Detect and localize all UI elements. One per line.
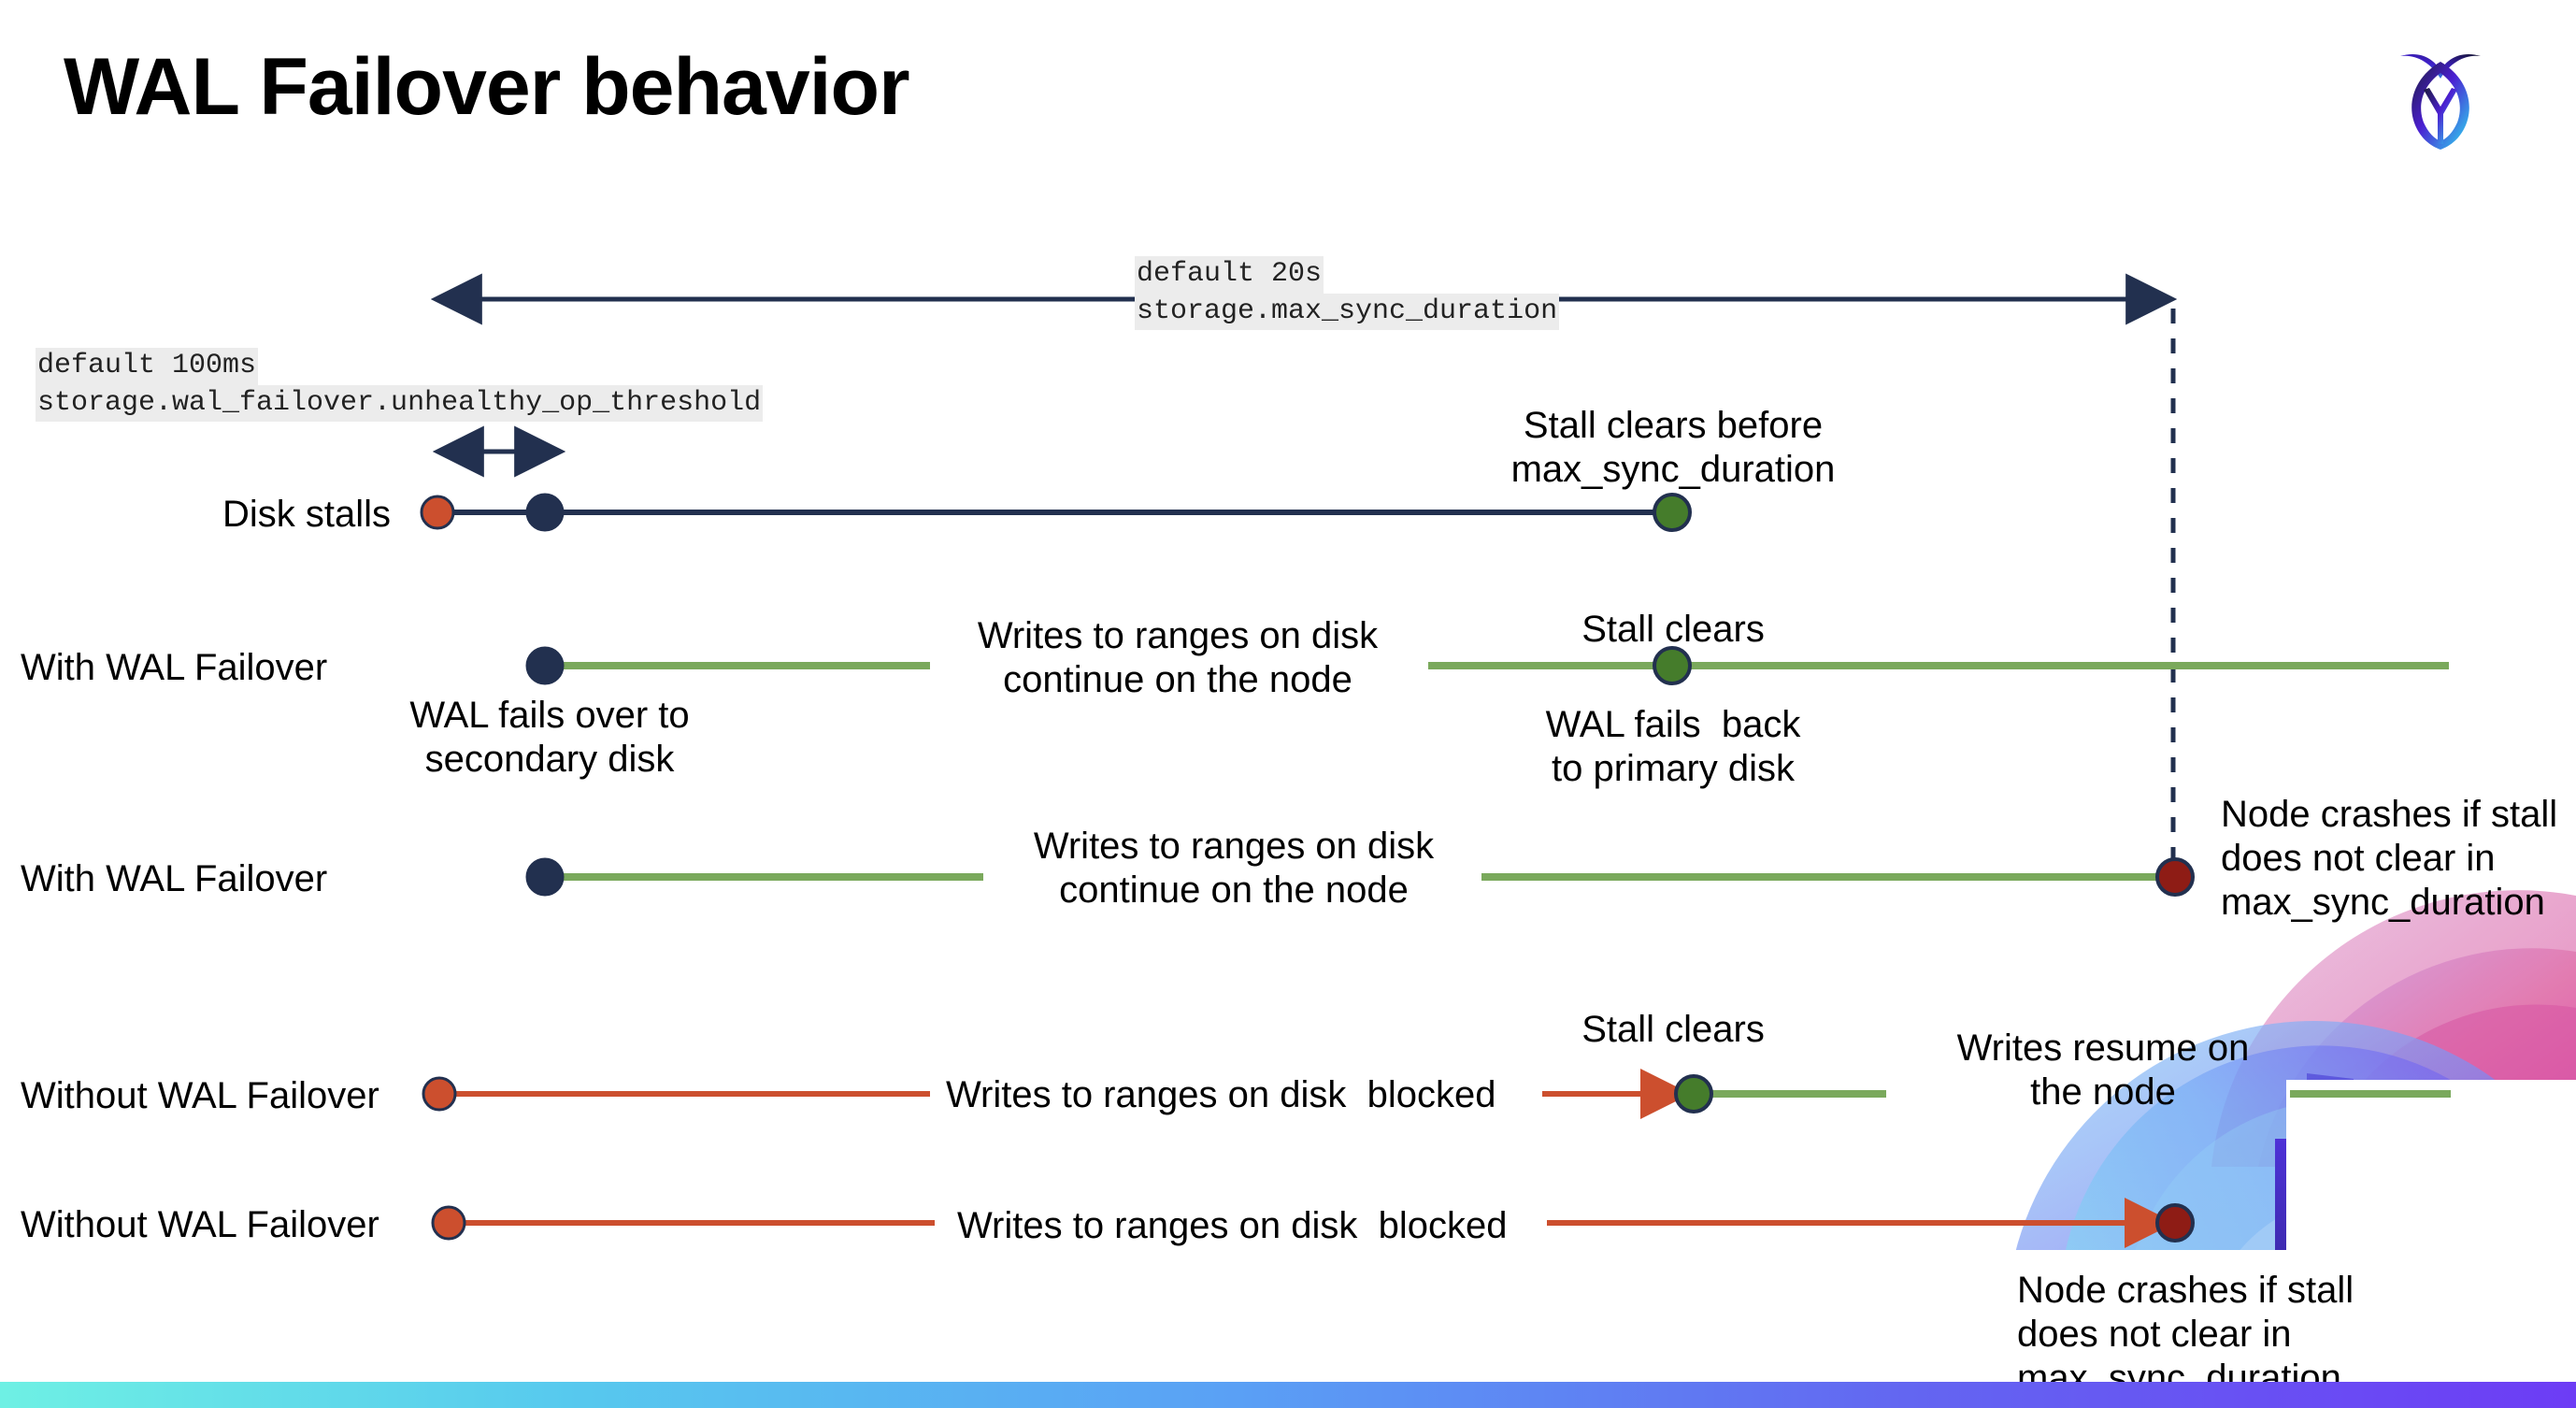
row-label-without-wal-failover-crash: Without WAL Failover [21,1204,379,1245]
row-without-wal-failover-crash-track [431,1198,2195,1248]
row-label-without-wal-failover-clears: Without WAL Failover [21,1075,379,1116]
row-with-wal-failover-crash-track [525,857,2195,897]
marker-stall-start [422,1076,457,1112]
cockroach-labs-logo-icon [2400,53,2481,150]
marker-stall-start [420,495,455,530]
marker-failover-start [525,857,565,897]
marker-node-crash [2155,1203,2195,1243]
marker-stall-start [431,1205,466,1241]
note-stall-clears-row2: Stall clears [1581,609,1765,650]
marker-stall-clears [1653,493,1692,532]
max-sync-setting-name: storage.max_sync_duration [1135,293,1560,331]
unhealthy-op-setting-name: storage.wal_failover.unhealthy_op_thresh… [36,384,764,423]
bottom-accent-bar [0,1382,2576,1408]
note-stall-clears-row4: Stall clears [1581,1009,1765,1050]
note-wal-fails-back-primary: WAL fails back to primary disk [1545,704,1801,790]
max-sync-default-value: default 20s [1135,256,1324,294]
marker-stall-clears [1674,1074,1713,1113]
marker-failover-start [525,646,565,685]
max-sync-duration-annotation: default 20s storage.max_sync_duration [1135,256,1560,331]
page-title: WAL Failover behavior [64,42,910,132]
note-writes-blocked-row4: Writes to ranges on disk blocked [946,1074,1496,1115]
row-label-with-wal-failover-crash: With WAL Failover [21,858,328,899]
note-writes-blocked-row5: Writes to ranges on disk blocked [957,1205,1508,1246]
note-writes-continue-row2: Writes to ranges on disk continue on the… [977,615,1379,701]
row-with-wal-failover-clears-track [525,646,2449,685]
artwork-occluder-upper [2286,1080,2576,1257]
unhealthy-op-default-value: default 100ms [36,348,259,385]
note-wal-fails-over-secondary: WAL fails over to secondary disk [409,695,690,781]
note-stall-clears-before-max-sync: Stall clears before max_sync_duration [1510,405,1836,491]
row-disk-stalls-track [420,493,1692,532]
unhealthy-op-threshold-annotation: default 100ms storage.wal_failover.unhea… [36,348,764,423]
artwork-occluder-lower [1972,1250,2576,1386]
row-without-wal-failover-clears-track [422,1069,2451,1119]
note-node-crashes-row3: Node crashes if stall does not clear in … [2221,794,2558,924]
row-label-disk-stalls: Disk stalls [222,494,392,535]
row-label-with-wal-failover-clears: With WAL Failover [21,647,328,688]
marker-stall-clears [1653,646,1692,685]
note-writes-resume: Writes resume on the node [1956,1027,2250,1113]
marker-failover-trigger [525,493,565,532]
marker-node-crash [2155,857,2195,897]
note-writes-continue-row3: Writes to ranges on disk continue on the… [1033,826,1435,912]
